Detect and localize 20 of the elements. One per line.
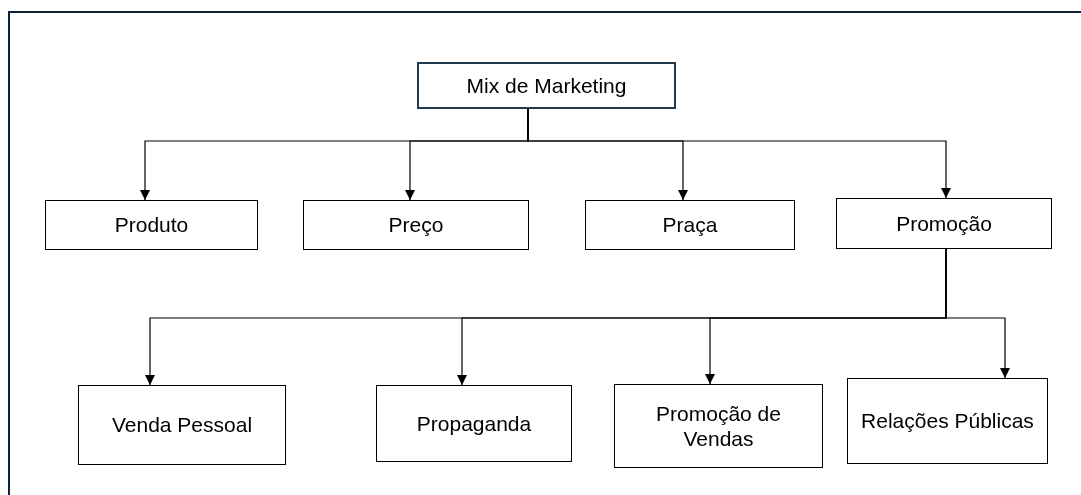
box-label: Venda Pessoal bbox=[111, 412, 253, 438]
box-label: Promoção bbox=[896, 210, 992, 237]
box bbox=[376, 385, 572, 462]
connector-arrow bbox=[945, 248, 1010, 379]
box-label: Relações Públicas bbox=[861, 408, 1034, 434]
box-label: Praça bbox=[662, 212, 718, 238]
box bbox=[78, 385, 286, 465]
box bbox=[45, 200, 258, 250]
box-label: Produto bbox=[114, 212, 189, 238]
box bbox=[847, 378, 1048, 464]
box bbox=[836, 198, 1052, 249]
box bbox=[585, 200, 795, 250]
box bbox=[417, 62, 676, 109]
box-label: Propaganda bbox=[416, 410, 532, 437]
box-label: Mix de Marketing bbox=[466, 72, 627, 99]
box-label: Promoção de Vendas bbox=[655, 400, 782, 452]
connector-arrow bbox=[527, 108, 951, 199]
box-label: Preço bbox=[388, 212, 444, 238]
box bbox=[303, 200, 529, 250]
box bbox=[614, 384, 823, 468]
